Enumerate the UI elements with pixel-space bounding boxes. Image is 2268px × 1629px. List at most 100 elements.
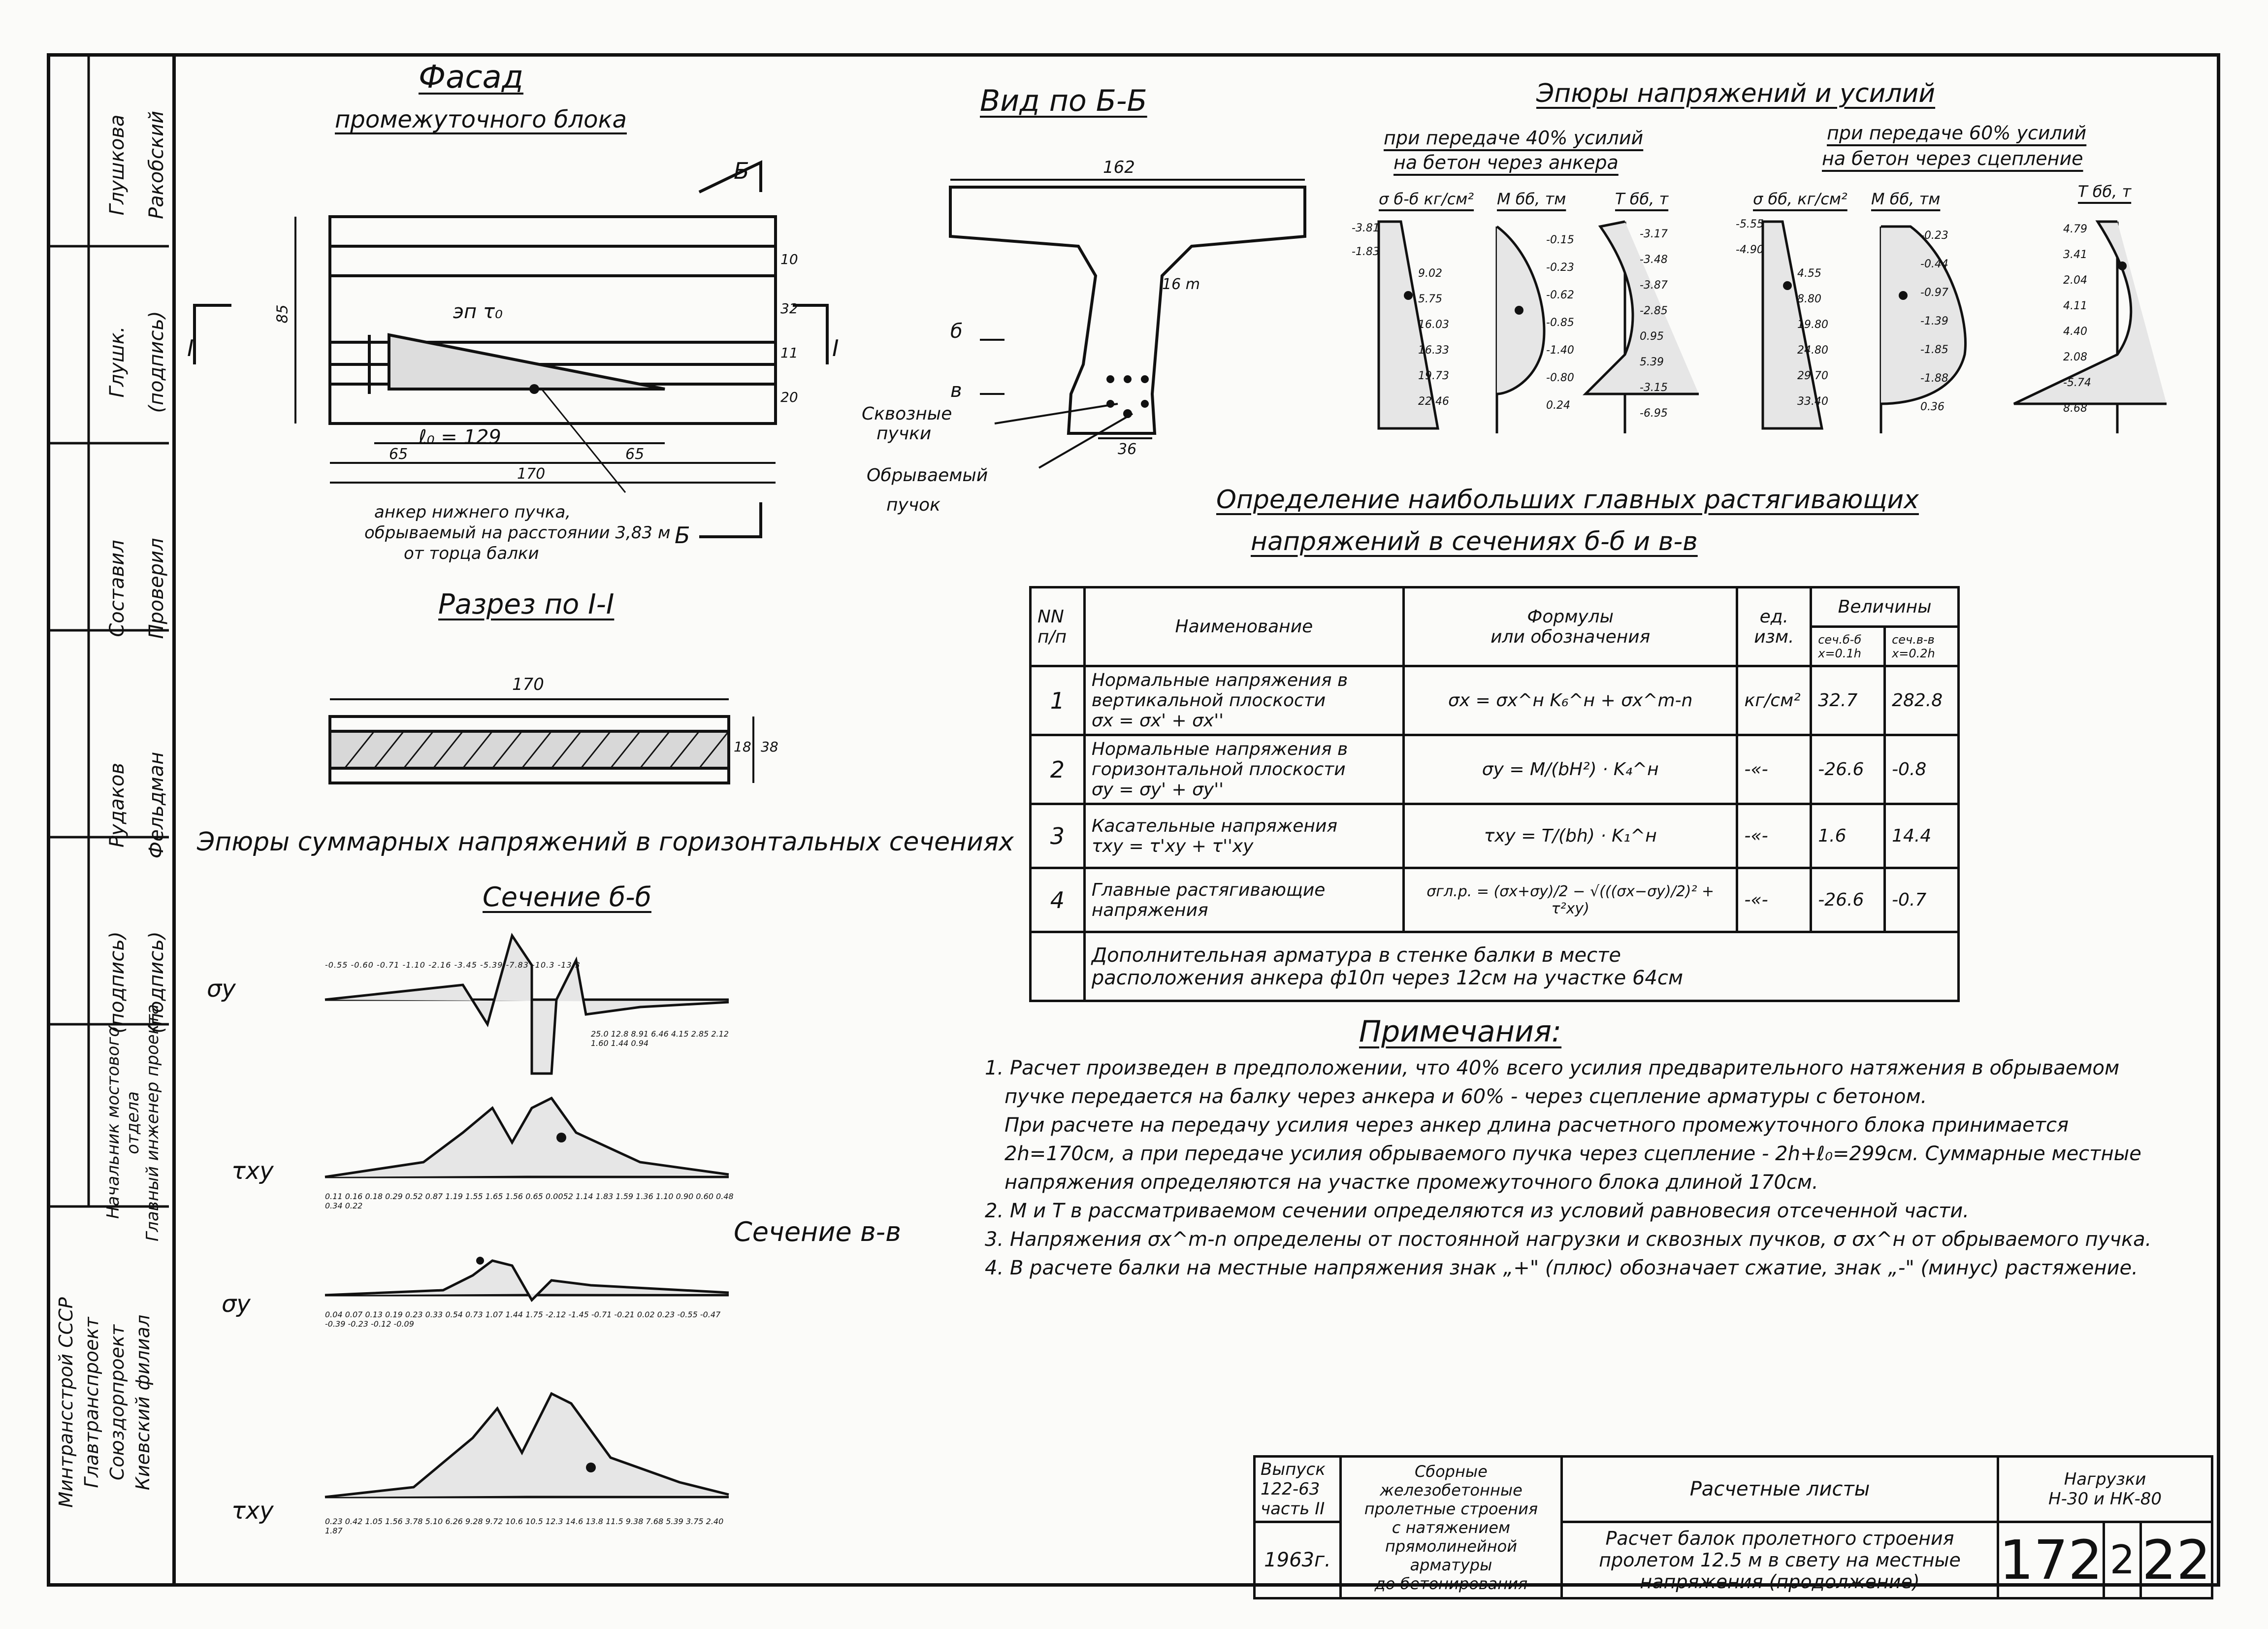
section-ii-title: Разрез по I-I <box>438 588 615 620</box>
left-sigma-label: σ б-б кг/см² <box>1379 190 1474 208</box>
rsv-5: 24.80 <box>1797 344 1828 357</box>
bbs-25: 1.44 <box>611 1039 629 1048</box>
bbt-5: 0.87 <box>425 1192 443 1201</box>
vvs-12: -1.45 <box>568 1310 589 1319</box>
bb-tau-label: τxy <box>231 1157 274 1185</box>
bbt-1: 0.16 <box>345 1192 363 1201</box>
vvt-18: 3.75 <box>685 1517 704 1526</box>
facade-mark-i-left: I <box>187 335 194 361</box>
vv-sigma-values: 0.04 0.07 0.13 0.19 0.23 0.33 0.54 0.73 … <box>325 1310 739 1329</box>
vvs-22: -0.09 <box>393 1319 414 1329</box>
tb-loads-1: Нагрузки <box>2064 1469 2146 1489</box>
right-sigma-label: σ бб, кг/см² <box>1753 190 1847 208</box>
row4-n: 4 <box>1029 867 1086 933</box>
tb-issue-2: 122-63 <box>1261 1479 1320 1499</box>
notes-body: 1. Расчет произведен в предположении, чт… <box>985 1054 2206 1282</box>
vvt-14: 11.5 <box>606 1517 623 1526</box>
bbs-21: 4.15 <box>671 1029 689 1039</box>
bbs-18: 12.8 <box>611 1029 629 1039</box>
tb-sheet-no: 22 <box>2142 1529 2211 1592</box>
note-line-2: пучке передается на балку через анкера и… <box>1004 1085 1927 1108</box>
section-ii-dim-18: 18 <box>734 739 751 755</box>
tb-desc-3: напряжения (продолжение) <box>1640 1571 1920 1593</box>
vvt-2: 1.05 <box>365 1517 383 1526</box>
bbs-17: 25.0 <box>591 1029 609 1039</box>
section-bb-title: Сечение б-б <box>483 881 651 912</box>
note-line-4: 2h=170см, а при передаче усилия обрываем… <box>1004 1142 2141 1165</box>
note-line-6: 2. M и T в рассматриваемом сечении опред… <box>985 1200 1969 1222</box>
row1-name-1: Нормальные напряжения в <box>1091 670 1348 690</box>
vv-sigma-label: σy <box>222 1290 251 1318</box>
rsv-1: -4.90 <box>1736 244 1764 256</box>
head-unit-1: ед. <box>1759 606 1789 627</box>
ltv-0: -3.17 <box>1640 228 1668 240</box>
tb-desc-1: Расчет балок пролетного строения <box>1605 1528 1954 1549</box>
rmv-6: 0.36 <box>1920 401 1944 413</box>
head-formula-2: или обозначения <box>1490 626 1651 647</box>
head-name: Наименование <box>1083 586 1405 667</box>
rmv-4: -1.85 <box>1920 344 1948 356</box>
rsv-4: 19.80 <box>1797 319 1828 331</box>
facade-mark-b-top: Б <box>734 158 749 184</box>
row4-formula: σгл.р. = (σx+σy)/2 − √(((σx−σy)/2)² + τ²… <box>1402 867 1739 933</box>
row3-name-1: Касательные напряжения <box>1091 815 1338 836</box>
vvs-2: 0.13 <box>365 1310 383 1319</box>
rmv-2: -0.97 <box>1920 287 1948 299</box>
extra-line-2: расположения анкера ф10п через 12см на у… <box>1091 966 1684 989</box>
bbt-15: 1.36 <box>636 1192 653 1201</box>
vvt-19: 2.40 <box>706 1517 724 1526</box>
vvt-3: 1.56 <box>385 1517 403 1526</box>
head-unit: ед.изм. <box>1736 586 1813 667</box>
ltv-6: -3.15 <box>1640 382 1668 394</box>
head-values: Величины <box>1810 586 1960 628</box>
tb-series: Сборные железобетонные пролетные строени… <box>1339 1455 1563 1599</box>
bbt-20: 0.34 <box>325 1201 343 1210</box>
vvs-4: 0.23 <box>405 1310 423 1319</box>
rmv-5: -1.88 <box>1920 372 1948 385</box>
vvt-9: 10.6 <box>505 1517 523 1526</box>
bbt-6: 1.19 <box>445 1192 463 1201</box>
vvs-9: 1.44 <box>505 1310 523 1319</box>
rsv-3: 8.80 <box>1797 293 1821 305</box>
view-bb-d16: 16 m <box>1162 276 1200 293</box>
vvs-11: -2.12 <box>545 1310 566 1319</box>
note-line-8: 4. В расчете балки на местные напряжения… <box>985 1257 2138 1279</box>
head-unit-2: изм. <box>1754 626 1794 647</box>
row2-name-1: Нормальные напряжения в <box>1091 739 1348 759</box>
note-line-7: 3. Напряжения σx^m-n определены от посто… <box>985 1228 2152 1251</box>
lmv-1: -0.23 <box>1546 261 1574 274</box>
tb-code-2: 2 <box>2105 1523 2142 1597</box>
tb-issue-1: Выпуск <box>1261 1460 1326 1479</box>
ltv-4: 0.95 <box>1640 330 1664 343</box>
bbs-22: 2.85 <box>691 1029 709 1039</box>
facade-dim-11: 11 <box>780 345 798 361</box>
row2-formula: σy = M/(bH²) · K₄^н <box>1402 734 1739 805</box>
vvt-0: 0.23 <box>325 1517 343 1526</box>
bbt-4: 0.52 <box>405 1192 423 1201</box>
ltv-2: -3.87 <box>1640 279 1668 292</box>
bbt-3: 0.29 <box>385 1192 403 1201</box>
vvs-20: -0.23 <box>348 1319 368 1329</box>
rtv-1: 3.41 <box>2063 249 2087 261</box>
tb-loads-2: Н-30 и НК-80 <box>2048 1489 2162 1509</box>
bbs-19: 8.91 <box>631 1029 649 1039</box>
extra-text: Дополнительная арматура в стенке балки в… <box>1083 931 1960 1002</box>
bbs-0: -0.55 <box>325 960 348 970</box>
bbt-13: 1.83 <box>595 1192 614 1201</box>
row3-b: 1.6 <box>1810 803 1886 869</box>
right-sigma-values: -5.55 -4.90 <box>1736 212 1764 263</box>
rtv-0: 4.79 <box>2063 223 2087 235</box>
bbt-9: 1.56 <box>505 1192 523 1201</box>
bbs-1: -0.60 <box>351 960 374 970</box>
lmv-3: -0.85 <box>1546 317 1574 329</box>
vvs-7: 0.73 <box>465 1310 483 1319</box>
bbt-2: 0.18 <box>365 1192 383 1201</box>
tb-issue-3: часть II <box>1261 1499 1325 1519</box>
vvs-15: 0.02 <box>637 1310 655 1319</box>
